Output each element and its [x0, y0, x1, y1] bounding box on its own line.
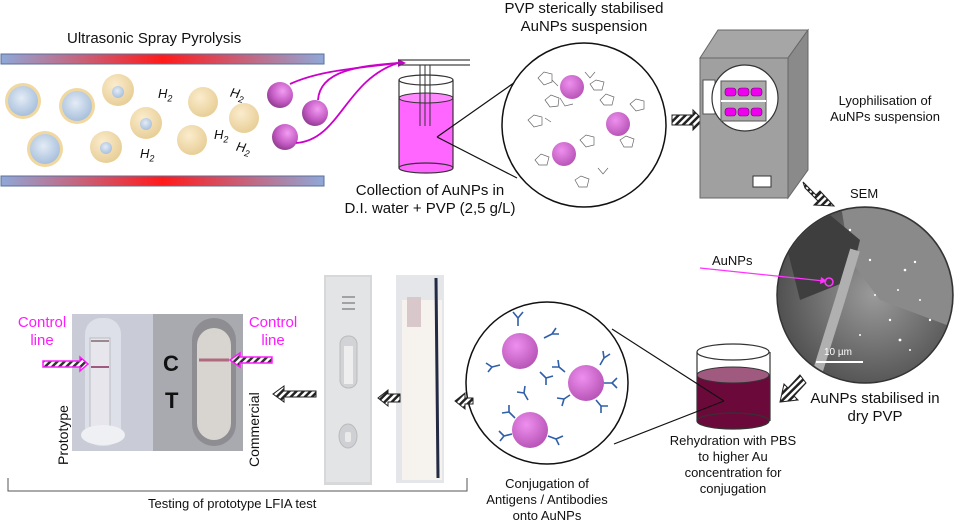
- h2-sub: 2: [167, 93, 173, 104]
- heater-top: [0, 53, 325, 65]
- h2-text: H: [140, 146, 150, 161]
- sem-caption: AuNPs stabilised in dry PVP: [800, 390, 950, 426]
- h2-label: H2: [158, 86, 172, 104]
- sem-image: [776, 206, 954, 384]
- lyophilisation-label: Lyophilisation of AuNPs suspension: [815, 93, 955, 125]
- control-line-text: line: [30, 332, 54, 349]
- conjugation-magnified-view: [465, 301, 629, 465]
- prototype-commercial-photo: [72, 314, 243, 451]
- scale-bar-label: 10 µm: [824, 347, 852, 358]
- conjugation-label-line: Antigens / Antibodies: [486, 492, 608, 507]
- conjugation-label: Conjugation of Antigens / Antibodies ont…: [472, 476, 622, 524]
- test-cassette-photo: [324, 275, 372, 485]
- collection-label-line: Collection of AuNPs in: [355, 182, 505, 199]
- conjugation-label-line: Conjugation of: [505, 476, 589, 491]
- commercial-label: Commercial: [246, 392, 262, 467]
- control-line-text: Control: [248, 314, 298, 331]
- h2-text: H: [158, 86, 168, 101]
- heater-bottom: [0, 175, 325, 187]
- rehydration-beaker: [696, 343, 771, 430]
- aunps-annotation: AuNPs: [712, 253, 753, 268]
- sem-title: SEM: [850, 186, 879, 201]
- precursor-droplets: [5, 74, 259, 167]
- aunp-flow-lines: [289, 59, 406, 144]
- collection-label: Collection of AuNPs in D.I. water + PVP …: [330, 182, 530, 218]
- sem-caption-line: AuNPs stabilised in: [810, 390, 940, 407]
- control-line-text: Control: [17, 314, 67, 331]
- collection-label-line: D.I. water + PVP (2,5 g/L): [344, 200, 516, 217]
- control-line-label-right: Control line: [245, 314, 301, 350]
- suspension-label-line: PVP sterically stabilised: [504, 0, 664, 17]
- prototype-label: Prototype: [55, 405, 71, 465]
- collection-beaker: [398, 59, 470, 174]
- aunp-particles: [267, 82, 328, 150]
- h2-label: H2: [140, 146, 154, 164]
- h2-text: H: [214, 127, 224, 142]
- testing-label: Testing of prototype LFIA test: [148, 496, 317, 511]
- control-line-label-left: Control line: [14, 314, 70, 350]
- rehydration-label-line: Rehydration with PBS: [669, 433, 797, 448]
- suspension-label: PVP sterically stabilised AuNPs suspensi…: [494, 0, 674, 36]
- aunps-pointer: [699, 267, 827, 284]
- control-line-arrow-left: [42, 355, 90, 373]
- arrow-to-sem: [802, 181, 836, 207]
- rehydration-label-line: concentration for: [684, 465, 782, 480]
- control-line-arrow-right: [228, 351, 273, 369]
- arrow-to-rehydration: [779, 374, 807, 403]
- lyophiliser-machine: [699, 28, 809, 200]
- sem-caption-line: dry PVP: [847, 408, 903, 425]
- testing-bracket: [7, 478, 468, 492]
- h2-sub: 2: [223, 134, 229, 145]
- test-strip-photo: [396, 275, 444, 483]
- arrow-to-cassette: [377, 388, 401, 408]
- arrow-to-strip: [454, 391, 474, 411]
- control-line-text: line: [261, 332, 285, 349]
- arrow-to-lyophiliser: [671, 108, 704, 132]
- h2-sub: 2: [149, 153, 155, 164]
- lyophilisation-label-line: Lyophilisation of: [838, 93, 932, 108]
- suspension-magnified-view: [501, 42, 667, 208]
- rehydration-label: Rehydration with PBS to higher Au concen…: [663, 433, 803, 497]
- suspension-label-line: AuNPs suspension: [520, 18, 648, 35]
- conjugation-label-line: onto AuNPs: [512, 508, 582, 523]
- commercial-mark-t: T: [165, 388, 179, 413]
- rehydration-label-line: conjugation: [699, 481, 767, 496]
- commercial-mark-c: C: [163, 351, 179, 376]
- arrow-to-comparison: [272, 385, 317, 403]
- usp-title: Ultrasonic Spray Pyrolysis: [67, 30, 242, 47]
- h2-label: H2: [214, 127, 228, 145]
- rehydration-label-line: to higher Au: [698, 449, 768, 464]
- lyophilisation-label-line: AuNPs suspension: [830, 109, 940, 124]
